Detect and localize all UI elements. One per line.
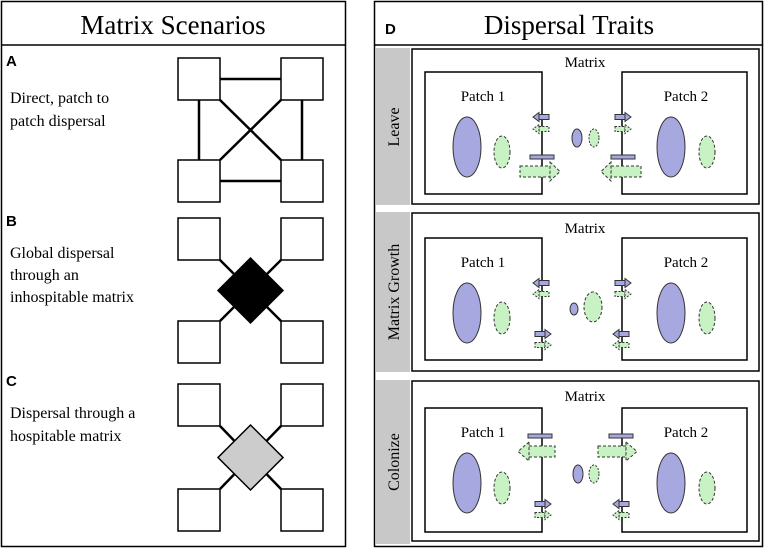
patch-2-box — [621, 237, 748, 361]
green-big-arrow — [519, 160, 561, 183]
green-species-ellipse — [493, 471, 511, 505]
blue-bar — [529, 154, 555, 160]
patch-square — [280, 159, 324, 203]
green-species-ellipse — [588, 464, 600, 484]
trait-row-leave: Leave Matrix Patch 1 Patch 2 — [376, 48, 760, 205]
trait-label-bar — [376, 212, 410, 372]
green-species-ellipse — [493, 301, 511, 335]
hospitable-matrix-diamond — [216, 423, 285, 492]
scenario-b-text: Global dispersal through an inhospitable… — [10, 245, 134, 306]
blue-bar — [527, 433, 553, 439]
matrix-scenarios-title: Matrix Scenarios — [80, 10, 265, 40]
patch-1-label: Patch 1 — [461, 89, 506, 105]
scenario-a-letter: A — [6, 53, 17, 70]
blue-species-ellipse — [656, 116, 686, 178]
patch-1-label: Patch 1 — [461, 425, 506, 441]
patch-square — [280, 488, 324, 532]
green-species-ellipse — [583, 291, 603, 323]
patch-square — [177, 488, 221, 532]
blue-species-ellipse — [656, 452, 686, 514]
patch-square — [177, 159, 221, 203]
green-big-arrow — [600, 160, 642, 183]
patch-2-label: Patch 2 — [664, 89, 709, 105]
blue-species-ellipse — [452, 282, 482, 344]
scenario-c-letter: C — [6, 373, 17, 390]
patch-square — [280, 320, 324, 364]
matrix-label: Matrix — [565, 221, 606, 237]
matrix-label: Matrix — [565, 55, 606, 71]
scenario-a-text: Direct, patch to patch dispersal — [10, 90, 113, 130]
green-species-ellipse — [493, 135, 511, 169]
blue-species-ellipse — [572, 464, 584, 484]
patch-2-label: Patch 2 — [664, 255, 709, 271]
scenario-a-network — [177, 57, 324, 203]
patch-square — [177, 57, 221, 101]
patch-square — [177, 217, 221, 261]
trait-row-colonize: Colonize Matrix Patch 1 Patch 2 — [376, 380, 760, 544]
green-species-ellipse — [698, 135, 716, 169]
scenario-b-letter: B — [6, 213, 17, 230]
trait-row-matrix-growth: Matrix Growth Matrix Patch 1 Patch 2 — [376, 212, 760, 372]
trait-label-matrix-growth: Matrix Growth — [386, 244, 403, 340]
green-species-ellipse — [698, 301, 716, 335]
green-species-ellipse — [588, 128, 600, 148]
green-species-ellipse — [698, 471, 716, 505]
patch-square — [177, 383, 221, 427]
patch-2-label: Patch 2 — [664, 425, 709, 441]
patch-square — [280, 383, 324, 427]
scenario-c-network — [177, 383, 324, 532]
patch-2-box — [621, 71, 748, 195]
trait-label-colonize: Colonize — [386, 433, 403, 491]
scenario-c-text: Dispersal through a hospitable matrix — [10, 405, 139, 445]
panel-d-letter: D — [385, 21, 396, 38]
trait-label-bar — [376, 380, 410, 544]
patch-1-box — [424, 407, 543, 533]
blue-species-ellipse — [571, 128, 583, 148]
dispersal-traits-panel — [373, 0, 764, 548]
blue-bar — [610, 154, 636, 160]
inhospitable-matrix-diamond — [216, 256, 285, 325]
blue-species-ellipse — [452, 452, 482, 514]
patch-square — [280, 57, 324, 101]
patch-1-box — [424, 237, 543, 361]
blue-species-ellipse — [569, 302, 579, 316]
dispersal-traits-title: Dispersal Traits — [484, 10, 654, 40]
blue-species-ellipse — [452, 116, 482, 178]
matrix-scenarios-panel — [0, 0, 347, 548]
blue-bar — [608, 433, 634, 439]
blue-species-ellipse — [656, 282, 686, 344]
matrix-label: Matrix — [565, 389, 606, 405]
trait-label-leave: Leave — [386, 107, 403, 146]
scenario-b-network — [177, 217, 324, 364]
patch-2-box — [621, 407, 748, 533]
green-big-arrow — [517, 440, 556, 463]
patch-1-label: Patch 1 — [461, 255, 506, 271]
trait-label-bar — [376, 48, 410, 205]
patch-square — [177, 320, 221, 364]
green-big-arrow — [597, 440, 638, 463]
patch-square — [280, 217, 324, 261]
